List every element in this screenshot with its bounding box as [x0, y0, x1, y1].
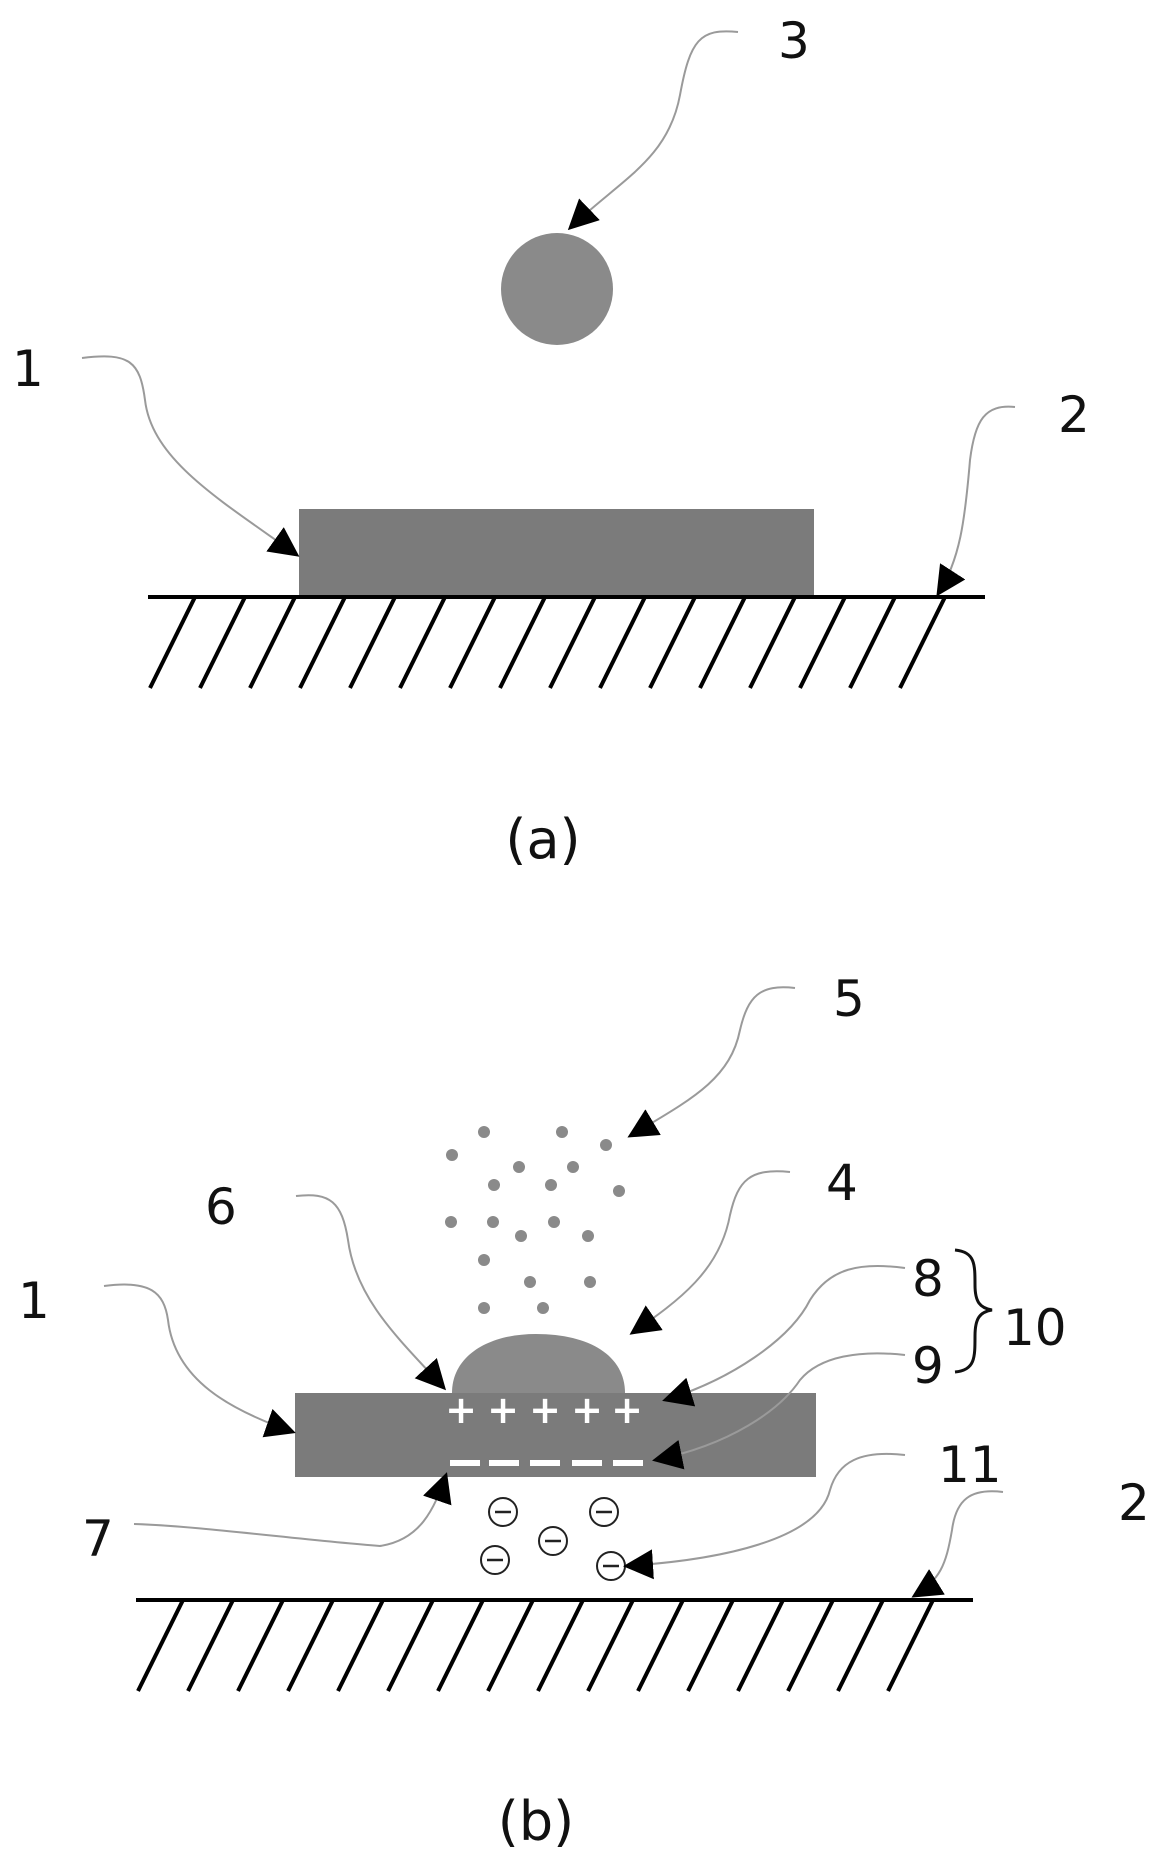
leader-2b — [911, 1490, 1004, 1598]
substrate — [299, 509, 814, 595]
leader-8 — [662, 1265, 906, 1407]
negative-charges — [450, 1460, 643, 1466]
svg-text:+: + — [529, 1388, 561, 1432]
label-2b: 2 — [1118, 1474, 1150, 1532]
droplet — [501, 233, 613, 345]
panel-a: 3 1 2 (a) — [12, 12, 1090, 871]
leader-1b — [103, 1283, 296, 1438]
label-8: 8 — [912, 1250, 944, 1308]
label-11: 11 — [938, 1436, 1002, 1494]
positive-charges: + + + + + — [445, 1388, 643, 1432]
leader-2 — [936, 405, 1016, 597]
svg-text:+: + — [487, 1388, 519, 1432]
ground-hatching — [136, 1599, 935, 1692]
label-6: 6 — [205, 1178, 237, 1236]
leader-11 — [623, 1453, 906, 1580]
leader-5 — [627, 986, 796, 1138]
leader-7 — [133, 1472, 452, 1548]
caption-b: (b) — [498, 1790, 574, 1853]
leader-3 — [567, 30, 739, 231]
droplet-remnant — [452, 1334, 625, 1393]
panel-b: + + + + + — [18, 970, 1150, 1853]
label-1: 1 — [12, 340, 44, 398]
leader-9 — [652, 1352, 906, 1470]
label-10: 10 — [1003, 1299, 1067, 1357]
ground-hatching — [148, 596, 947, 689]
label-4: 4 — [826, 1154, 858, 1212]
caption-a: (a) — [505, 808, 580, 871]
splash-droplets — [445, 1126, 625, 1314]
electrons — [480, 1497, 626, 1581]
leader-1 — [81, 355, 300, 557]
bracket-10 — [954, 1248, 993, 1374]
label-7: 7 — [82, 1510, 114, 1568]
label-9: 9 — [912, 1337, 944, 1395]
svg-text:+: + — [445, 1388, 477, 1432]
svg-text:+: + — [611, 1388, 643, 1432]
label-3: 3 — [778, 12, 810, 70]
svg-text:+: + — [571, 1388, 603, 1432]
leader-6 — [295, 1194, 447, 1391]
label-1b: 1 — [18, 1272, 50, 1330]
leader-4 — [629, 1170, 791, 1335]
label-2: 2 — [1058, 386, 1090, 444]
label-5: 5 — [833, 970, 865, 1028]
